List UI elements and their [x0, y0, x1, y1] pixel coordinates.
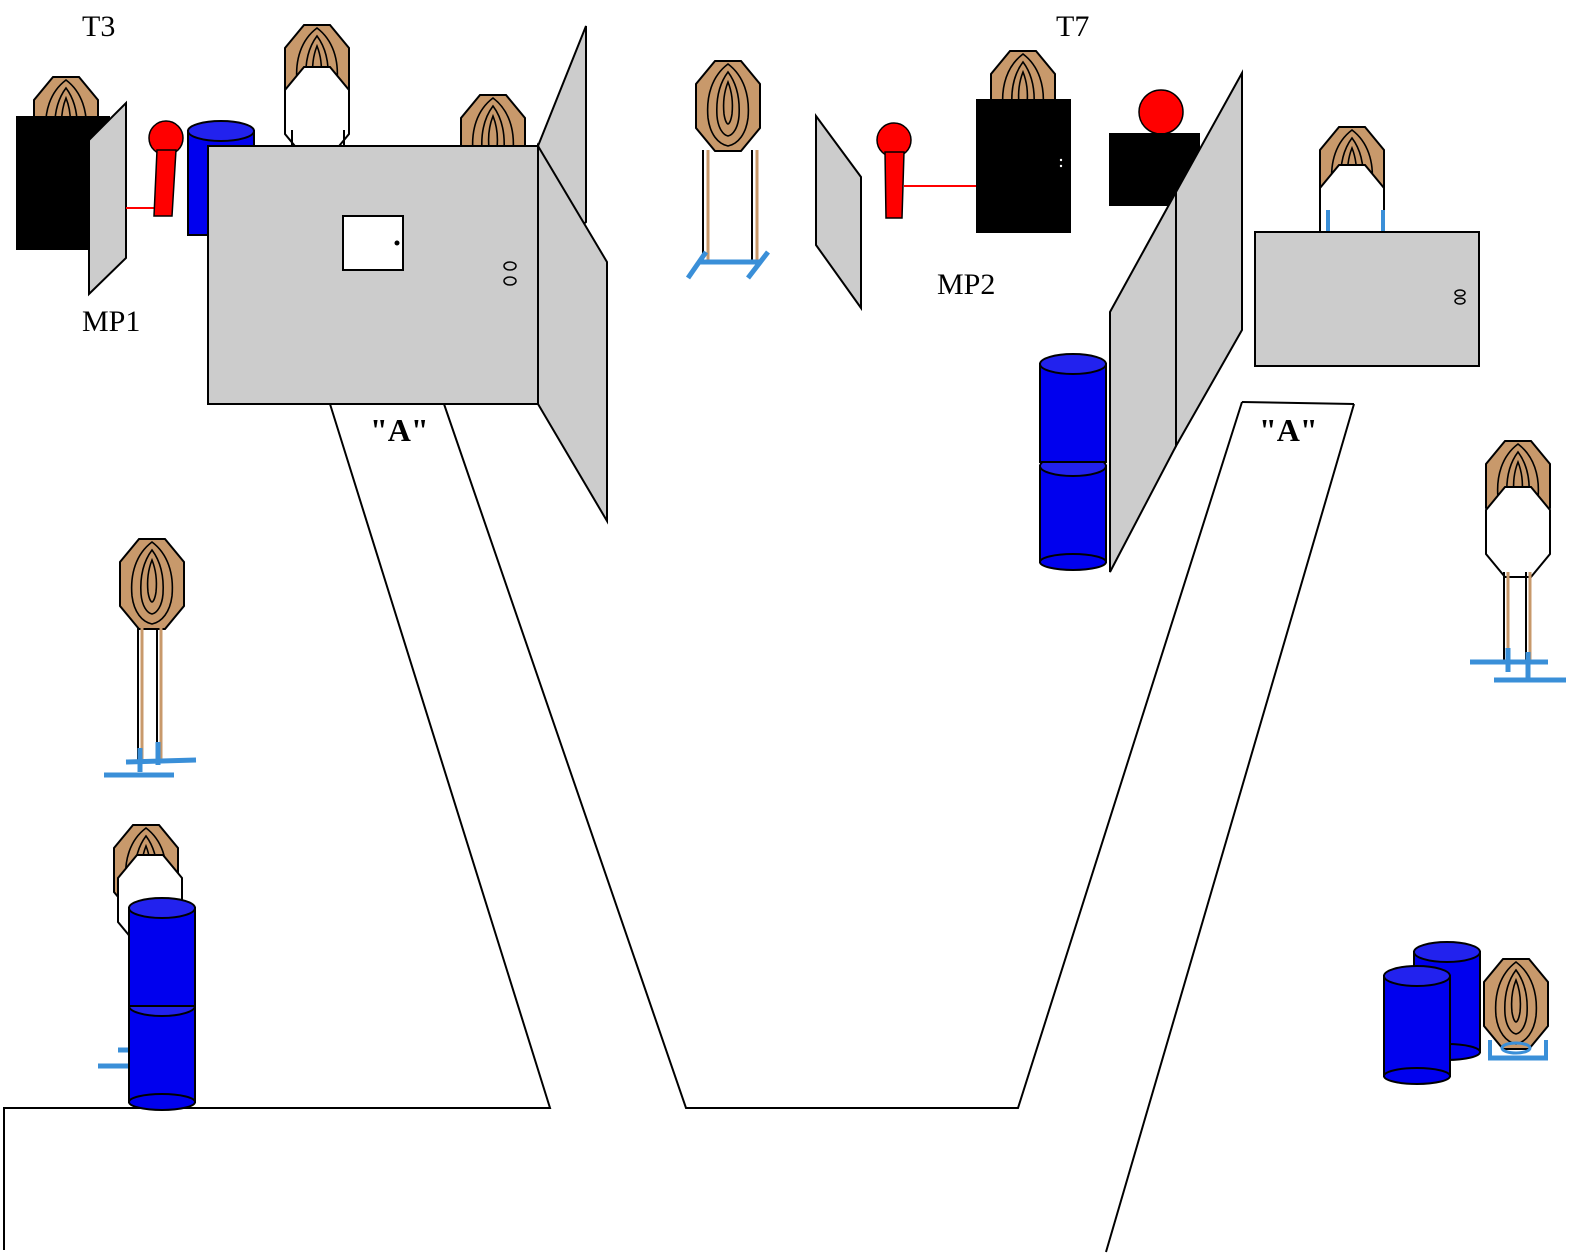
steel-popper-mp1: [148, 120, 184, 217]
no-shoot-target-over-wall: [284, 66, 350, 158]
label-t7: T7: [1056, 10, 1089, 43]
barrel-stack-right-center: [1039, 353, 1107, 571]
paper-target-bottom-right: [1483, 958, 1549, 1061]
barrel-pair-bottom-right: [1383, 941, 1481, 1085]
label-mp1: MP1: [82, 305, 140, 338]
paper-target-on-stand-left: [104, 538, 197, 778]
wall-right: [1254, 231, 1480, 367]
door-handle-icon-right: [1454, 289, 1466, 305]
wall-panel-center: [815, 112, 862, 312]
fault-lines: [3, 401, 1355, 1253]
paper-target-on-stand-center: [685, 60, 770, 280]
no-shoot-target-over-right-wall: [1319, 164, 1385, 256]
paper-target-on-stand-right: [1470, 440, 1566, 683]
hard-cover-block-center: [976, 99, 1071, 233]
angled-wall-lower: [537, 142, 608, 525]
angled-wall-right-back: [1175, 69, 1243, 450]
label-mp2: MP2: [937, 268, 995, 301]
shooting-position-a-right: "A": [1259, 412, 1318, 448]
angled-wall-right-front: [1109, 191, 1177, 573]
door-handle-icon: [503, 261, 517, 286]
window-port: [342, 215, 404, 271]
barrel-stack-left: [128, 897, 196, 1111]
main-wall-left: [207, 145, 539, 405]
steel-popper-mp2: [876, 122, 912, 219]
steel-plate-on-cover: [1138, 89, 1184, 135]
label-t3: T3: [82, 10, 115, 43]
wall-panel-mp1: [88, 100, 127, 297]
shooting-position-a-left: "A": [370, 412, 429, 448]
